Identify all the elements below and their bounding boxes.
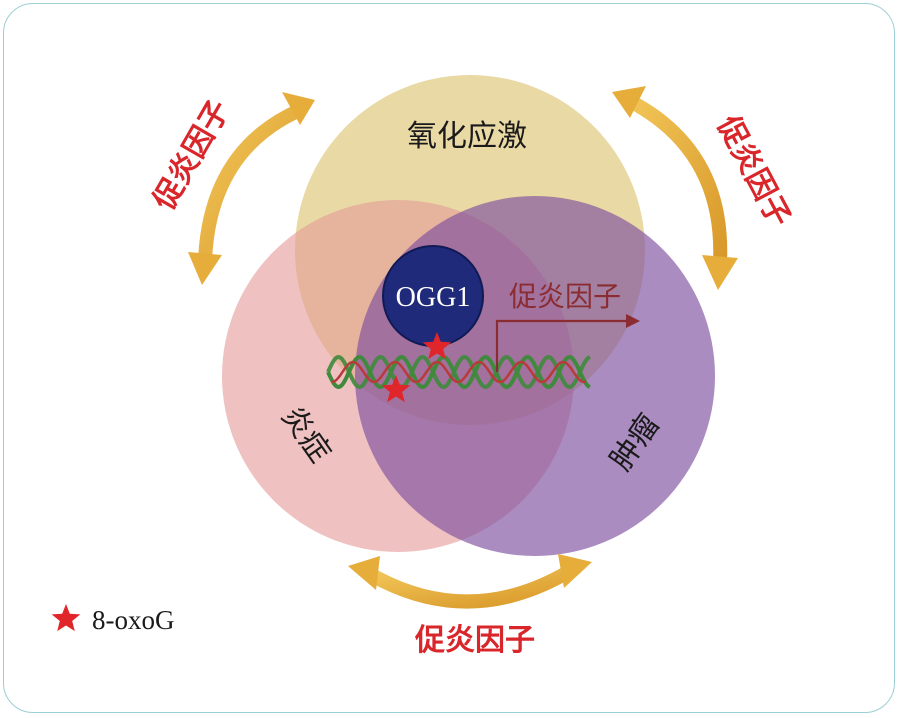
oxidative-stress-label: 氧化应激 — [407, 119, 527, 154]
ogg1-label: OGG1 — [396, 282, 471, 313]
legend-8-oxog-label: 8-oxoG — [92, 605, 175, 635]
cycle-arrow-top-right — [612, 86, 738, 290]
bottom-proinflammatory-label: 促炎因子 — [414, 623, 535, 658]
star-icon — [422, 332, 452, 360]
star-icon — [381, 375, 411, 403]
cycle-arrow-top-left — [188, 92, 315, 285]
arrow-head-icon — [558, 554, 592, 588]
transcription-arrow — [495, 319, 628, 372]
arrow-head-icon — [702, 255, 738, 290]
transcription-arrow-head — [626, 314, 640, 328]
arrow-head-icon — [188, 252, 222, 285]
dna-strand-red — [326, 354, 591, 390]
center-proinflammatory-label: 促炎因子 — [509, 280, 621, 313]
arrow-head-icon — [282, 92, 315, 125]
arrow-head-icon — [348, 556, 380, 590]
star-icon — [51, 604, 81, 632]
dna-strand-inner — [331, 360, 587, 384]
legend: 8-oxoG — [51, 604, 175, 635]
cycle-arrow-bottom — [348, 554, 592, 609]
arrow-head-icon — [612, 86, 646, 118]
dna-helix — [326, 354, 591, 390]
